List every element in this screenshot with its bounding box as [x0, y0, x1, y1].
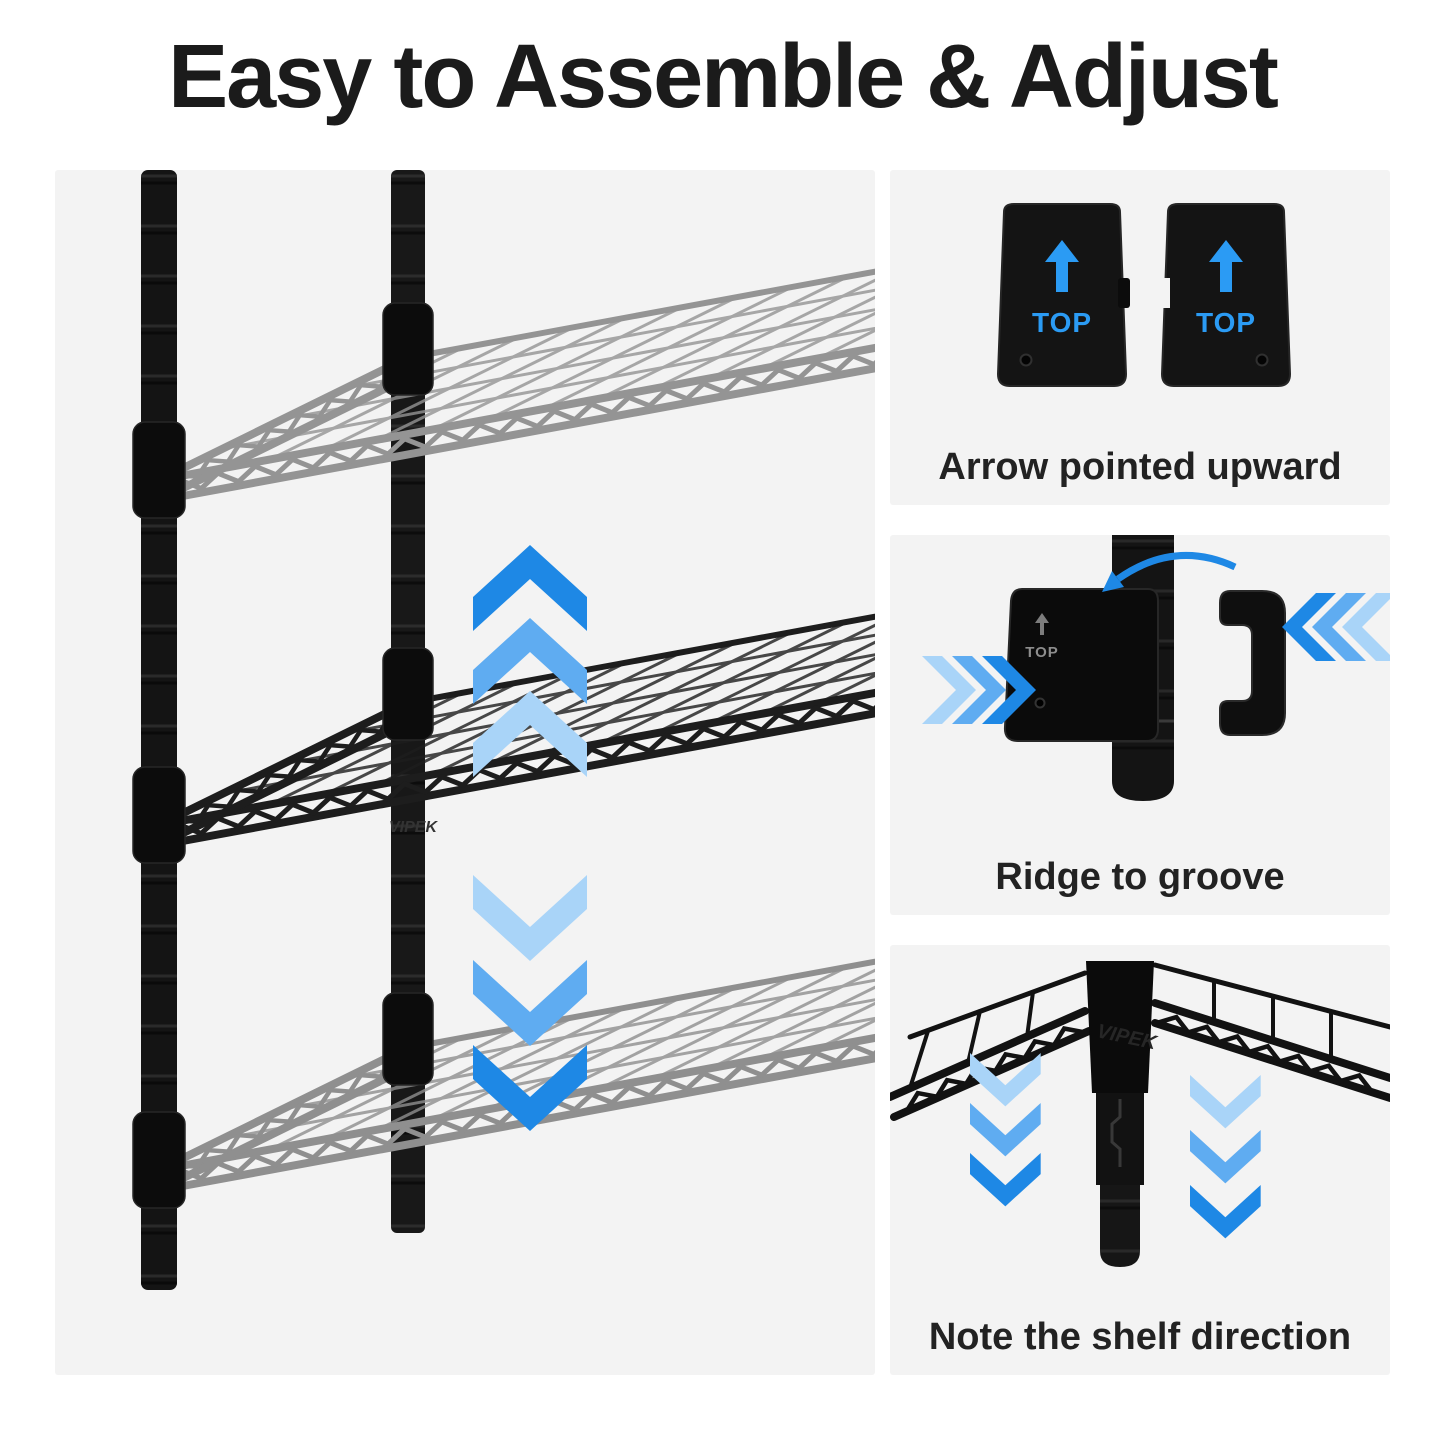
rotate-arrow-icon	[1102, 551, 1237, 592]
shelf-bottom	[159, 910, 875, 1190]
main-shelf-figure: VIPEK	[55, 170, 875, 1375]
chevron-down-icon	[970, 1103, 1041, 1157]
pole-connector	[1096, 1093, 1144, 1185]
step-shelf-direction: VIPEK Note the shelf direction	[890, 945, 1390, 1375]
screw-hole-icon	[1034, 697, 1046, 709]
chevrons-left-icon	[1282, 593, 1390, 661]
shelf-top	[159, 220, 875, 500]
ridge-tab	[1118, 278, 1130, 308]
shelving-illustration: VIPEK	[132, 170, 875, 1290]
arrow-up-icon	[1045, 240, 1079, 292]
arrow-up-icon	[1209, 240, 1243, 292]
connector-seam	[1110, 1099, 1122, 1167]
chevrons-down-right-icon	[1190, 1075, 1261, 1239]
clip-detached	[1219, 590, 1286, 736]
top-label: TOP	[1196, 307, 1256, 338]
groove-notch	[1158, 278, 1170, 308]
pole-lower	[1100, 1185, 1140, 1267]
step-caption: Ridge to groove	[995, 856, 1285, 899]
chevron-down-icon	[970, 1153, 1041, 1207]
brand-emboss: VIPEK	[389, 819, 438, 836]
clip-on-pole-illustration: TOP	[922, 535, 1390, 801]
step-caption: Note the shelf direction	[928, 1316, 1352, 1359]
sleeve-left: TOP	[996, 203, 1130, 387]
sleeve-pair-illustration: TOP TOP	[996, 203, 1292, 387]
chevron-down-icon	[1190, 1075, 1261, 1129]
chevron-down-icon	[473, 875, 587, 961]
shelf-corner-illustration: VIPEK	[890, 961, 1390, 1267]
top-label-small: TOP	[1025, 644, 1059, 661]
step-arrow-upward: TOP TOP Arrow pointed upward	[890, 170, 1390, 505]
chevrons-down-icon	[473, 875, 587, 1131]
step-ridge-to-groove: TOP Ridge to groove	[890, 535, 1390, 915]
top-label: TOP	[1032, 307, 1092, 338]
corner-sleeves	[132, 302, 434, 1209]
sleeve-right: TOP	[1158, 203, 1292, 387]
page-title: Easy to Assemble & Adjust	[168, 27, 1279, 127]
screw-hole-icon	[1255, 353, 1269, 367]
screw-hole-icon	[1019, 353, 1033, 367]
chevron-down-icon	[1190, 1185, 1261, 1239]
corner-collar: VIPEK	[1086, 961, 1160, 1093]
arrow-up-icon	[1035, 613, 1049, 635]
step-caption: Arrow pointed upward	[938, 446, 1342, 489]
chevron-down-icon	[1190, 1130, 1261, 1184]
clip-attached: TOP	[1003, 588, 1159, 742]
chevrons-down-left-icon	[970, 1053, 1041, 1207]
